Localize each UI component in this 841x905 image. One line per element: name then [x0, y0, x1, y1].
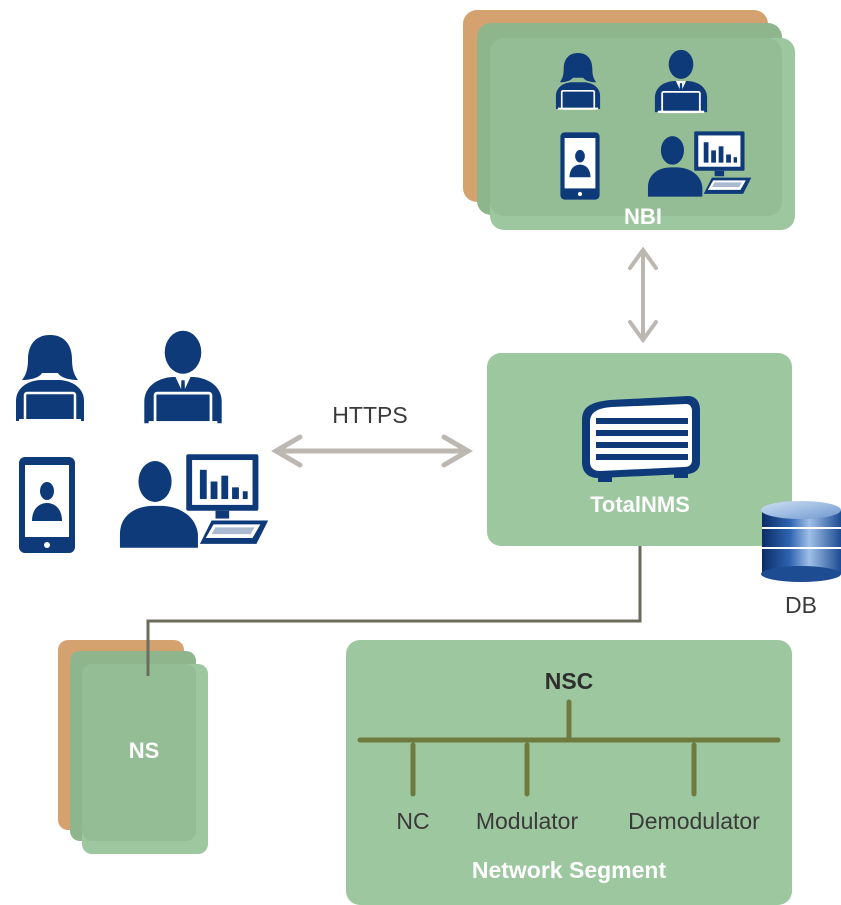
https-arrow	[271, 434, 473, 468]
network-segment-box	[346, 640, 792, 905]
https-label: HTTPS	[332, 402, 407, 428]
demodulator-label: Demodulator	[628, 808, 760, 834]
server-icon	[582, 396, 700, 482]
tablet-user-icon	[560, 132, 600, 200]
nbi-link-arrow	[628, 246, 658, 344]
ns-panel-stack	[58, 640, 208, 854]
nsc-label: NSC	[545, 668, 594, 694]
database-icon	[761, 501, 841, 582]
nc-label: NC	[396, 808, 429, 834]
db-label: DB	[785, 592, 817, 618]
segment-bus	[357, 699, 781, 797]
analyst-user-icon	[119, 454, 269, 548]
nbi-panel-stack	[463, 10, 795, 230]
modulator-label: Modulator	[476, 808, 579, 834]
man-user-icon	[142, 329, 224, 426]
nbi-label: NBI	[624, 204, 662, 229]
totalnms-label: TotalNMS	[590, 492, 690, 517]
woman-user-icon	[14, 333, 86, 424]
network-segment-label: Network Segment	[472, 857, 667, 883]
tablet-user-icon	[19, 457, 75, 553]
ns-label: NS	[129, 738, 160, 763]
